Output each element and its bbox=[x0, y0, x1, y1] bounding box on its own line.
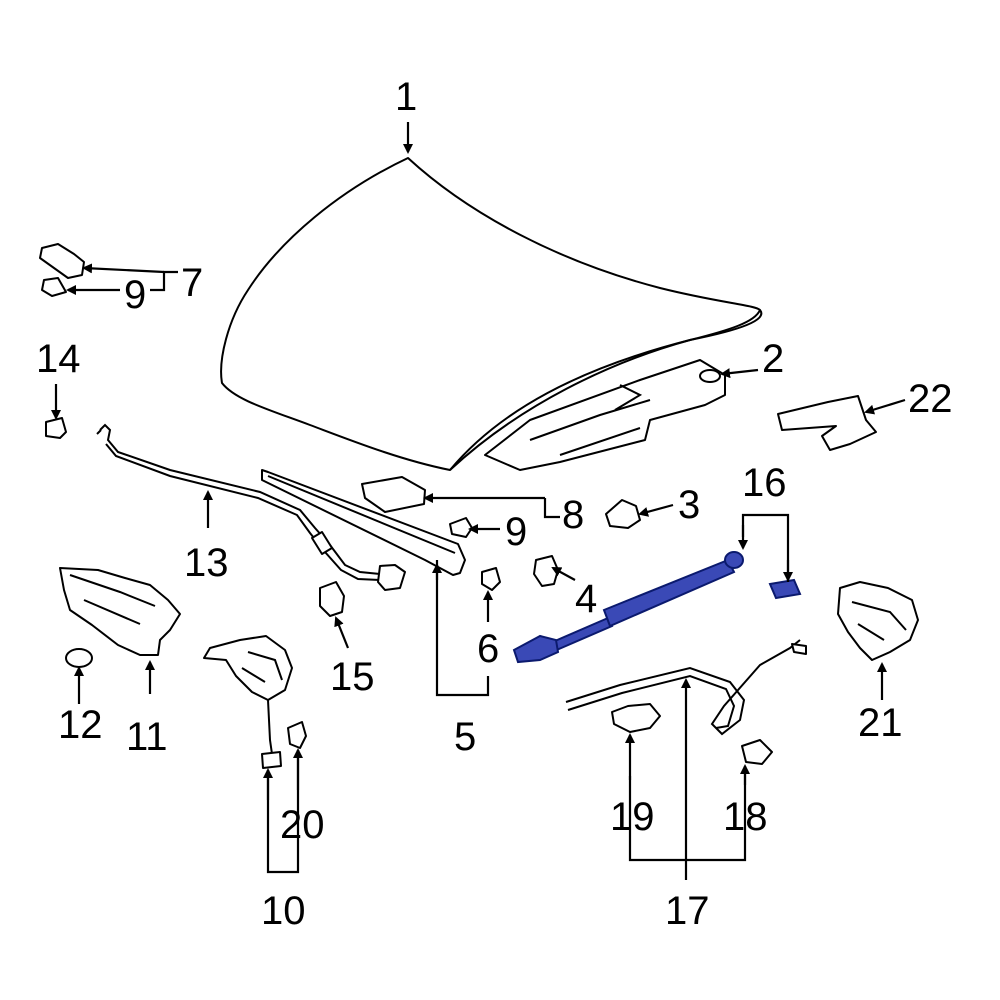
callout-9-left: 9 bbox=[124, 273, 146, 317]
clip-part-9[interactable] bbox=[449, 517, 473, 538]
callout-6: 6 bbox=[477, 627, 499, 671]
callout-11: 11 bbox=[126, 715, 168, 759]
bolt-part-18[interactable] bbox=[741, 739, 773, 765]
latch-bracket-part-21[interactable] bbox=[837, 581, 919, 661]
bracket-part-22[interactable] bbox=[777, 395, 877, 451]
callout-12: 12 bbox=[58, 703, 103, 747]
hood-pad-part-8[interactable] bbox=[361, 476, 426, 513]
callout-13: 13 bbox=[184, 541, 229, 585]
clip-part-19[interactable] bbox=[611, 703, 661, 733]
lock-support-part-11[interactable] bbox=[59, 567, 181, 656]
hood-seal-part-5[interactable] bbox=[261, 469, 466, 576]
lift-support-part-16[interactable] bbox=[512, 551, 802, 664]
connector-part-20[interactable] bbox=[287, 721, 307, 749]
callout-2: 2 bbox=[762, 337, 784, 381]
callout-19: 19 bbox=[610, 795, 655, 839]
clip-part-6[interactable] bbox=[481, 567, 501, 591]
callout-22: 22 bbox=[908, 377, 953, 421]
latch-switch-part-15[interactable] bbox=[319, 581, 345, 617]
callout-20: 20 bbox=[280, 803, 325, 847]
callout-7: 7 bbox=[181, 261, 203, 305]
leader-lines bbox=[51, 122, 906, 880]
callout-1: 1 bbox=[395, 75, 417, 119]
release-cable-part-13[interactable] bbox=[96, 423, 406, 591]
callout-18: 18 bbox=[723, 795, 768, 839]
callout-14: 14 bbox=[36, 337, 81, 381]
callout-16: 16 bbox=[742, 461, 787, 505]
support-rod-part-17[interactable] bbox=[565, 639, 807, 736]
callout-10: 10 bbox=[261, 889, 306, 933]
clip-part-14[interactable] bbox=[45, 417, 67, 439]
grommet-part-12[interactable] bbox=[65, 648, 93, 668]
callout-9-right: 9 bbox=[505, 510, 527, 554]
hood-hinge-part-7[interactable] bbox=[39, 243, 85, 297]
callout-5: 5 bbox=[454, 715, 476, 759]
callout-15: 15 bbox=[330, 655, 375, 699]
bumper-part-4[interactable] bbox=[533, 555, 559, 587]
hood-insulator-part-2[interactable] bbox=[484, 359, 726, 471]
callout-17: 17 bbox=[665, 889, 710, 933]
callout-3: 3 bbox=[678, 483, 700, 527]
stopper-part-3[interactable] bbox=[605, 499, 641, 529]
callout-21: 21 bbox=[858, 701, 903, 745]
callout-8: 8 bbox=[562, 493, 584, 537]
hood-latch-part-10[interactable] bbox=[203, 635, 293, 769]
callout-labels: 1 2 3 4 5 6 7 8 9 9 10 11 12 13 14 15 16… bbox=[36, 75, 953, 933]
callout-4: 4 bbox=[575, 577, 597, 621]
hood-panel-part-1[interactable] bbox=[220, 157, 763, 471]
